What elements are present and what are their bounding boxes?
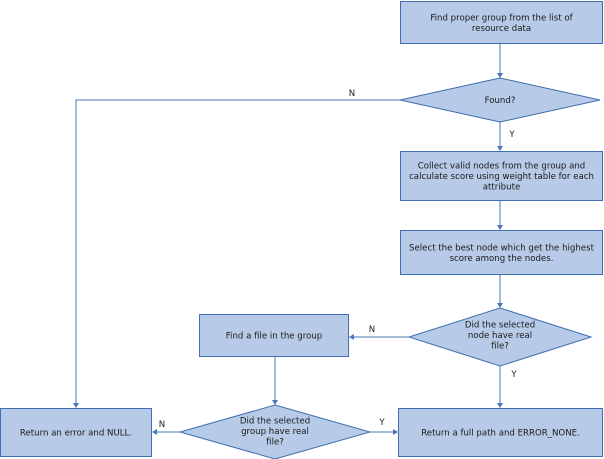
arrowhead xyxy=(73,403,79,408)
group-real-file-text-line: file? xyxy=(266,438,284,448)
find-group-box xyxy=(400,1,603,44)
node-find-file: Find a file in the group xyxy=(199,314,349,357)
select-best-box xyxy=(400,230,603,275)
node-find-group: Find proper group from the list ofresour… xyxy=(400,1,603,44)
arrowhead xyxy=(497,403,503,408)
arrowhead xyxy=(497,225,503,230)
found-diamond xyxy=(399,77,601,123)
edge-label-n: N xyxy=(349,89,355,99)
node-select-best: Select the best node which get the highe… xyxy=(400,230,603,275)
edge-node-real-file-to-return-path xyxy=(497,366,503,408)
edge-group-real-file-to-return-path xyxy=(370,429,398,435)
found-text-line: Found? xyxy=(485,96,516,106)
arrowhead xyxy=(272,400,278,405)
group-real-file-diamond xyxy=(178,404,372,459)
node-real-file-text-line: node have real xyxy=(468,331,532,341)
node-real-file-text-line: Did the selected xyxy=(465,321,535,331)
return-path-box xyxy=(398,408,603,457)
node-return-path: Return a full path and ERROR_NONE. xyxy=(398,408,603,457)
edge-label-y: Y xyxy=(508,130,515,140)
edge-label-y: Y xyxy=(510,370,517,380)
edge-line xyxy=(75,99,400,404)
edge-select-best-to-node-real-file xyxy=(497,275,503,308)
edges-layer xyxy=(73,44,503,435)
group-real-file-text-line: group have real xyxy=(241,427,309,437)
edge-collect-nodes-to-select-best xyxy=(497,201,503,230)
edge-node-real-file-to-find-file xyxy=(349,334,409,340)
edge-found-to-collect-nodes xyxy=(497,122,503,151)
node-found: Found? xyxy=(399,77,601,123)
arrowhead xyxy=(393,429,398,435)
arrowhead xyxy=(349,334,354,340)
find-file-text-line: Find a file in the group xyxy=(226,332,323,342)
collect-nodes-text-line: calculate score using weight table for e… xyxy=(409,172,594,182)
arrowhead xyxy=(497,146,503,151)
arrowhead xyxy=(497,73,503,78)
node-real-file-diamond xyxy=(407,307,593,367)
edge-find-file-to-group-real-file xyxy=(272,357,278,405)
edge-found-to-return-error xyxy=(73,99,400,408)
find-group-text-line: Find proper group from the list of xyxy=(430,13,573,23)
group-real-file-text-line: Did the selected xyxy=(240,417,310,427)
node-collect-nodes: Collect valid nodes from the group andca… xyxy=(400,151,603,201)
arrowhead xyxy=(497,303,503,308)
edge-label-y: Y xyxy=(378,418,385,428)
arrowhead xyxy=(152,429,157,435)
return-error-text-line: Return an error and NULL. xyxy=(20,429,132,439)
find-file-box xyxy=(199,314,349,357)
edge-label-n: N xyxy=(369,325,375,335)
return-path-text-line: Return a full path and ERROR_NONE. xyxy=(421,429,580,439)
select-best-text-line: score among the nodes. xyxy=(450,254,554,264)
edge-labels-layer: Y N Y N Y N xyxy=(159,89,518,430)
edge-find-group-to-found xyxy=(497,44,503,78)
collect-nodes-box xyxy=(400,151,603,201)
collect-nodes-text-line: Collect valid nodes from the group and xyxy=(418,162,586,172)
select-best-text-line: Select the best node which get the highe… xyxy=(409,243,595,253)
collect-nodes-text-line: attribute xyxy=(483,183,520,193)
edge-label-n: N xyxy=(159,420,165,430)
node-real-file-text-line: file? xyxy=(491,342,509,352)
return-error-box xyxy=(0,408,152,457)
edge-group-real-file-to-return-error xyxy=(152,429,180,435)
node-return-error: Return an error and NULL. xyxy=(0,408,152,457)
find-group-text-line: resource data xyxy=(472,24,531,34)
